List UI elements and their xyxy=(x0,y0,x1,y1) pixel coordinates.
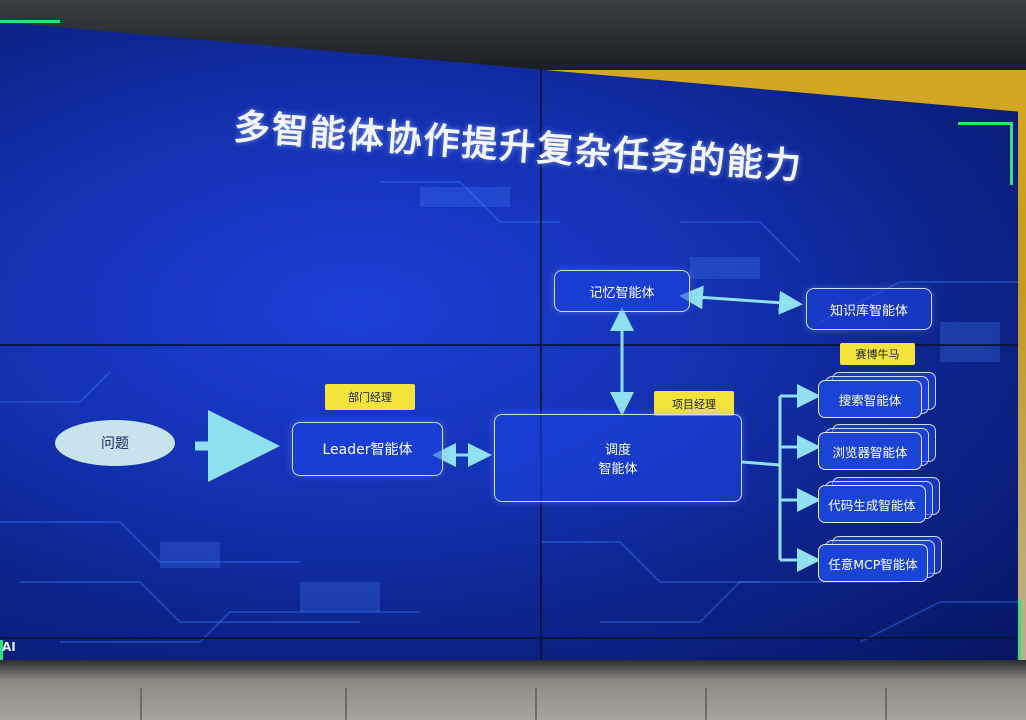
leader-agent-node: Leader智能体 xyxy=(292,422,443,476)
base-seam xyxy=(705,688,707,720)
panel-seam xyxy=(540,22,542,662)
panel-seam xyxy=(0,637,1018,639)
base-seam xyxy=(140,688,142,720)
dispatcher-label-line2: 智能体 xyxy=(598,462,638,477)
codegen-agent-node: 代码生成智能体 xyxy=(818,485,926,523)
browser-agent-stack: 浏览器智能体 xyxy=(818,424,936,470)
workers-tag: 赛博牛马 xyxy=(840,343,915,365)
browser-agent-node: 浏览器智能体 xyxy=(818,432,922,470)
base-seam xyxy=(885,688,887,720)
corner-marker xyxy=(958,122,1013,185)
search-agent-node: 搜索智能体 xyxy=(818,380,922,418)
corner-marker xyxy=(0,20,60,23)
mcp-agent-node: 任意MCP智能体 xyxy=(818,544,928,582)
knowledge-base-agent-node: 知识库智能体 xyxy=(806,288,932,330)
mcp-agent-stack: 任意MCP智能体 xyxy=(818,536,942,582)
dispatcher-tag: 项目经理 xyxy=(654,391,734,416)
screen-base xyxy=(0,660,1026,720)
base-seam xyxy=(345,688,347,720)
base-seam xyxy=(535,688,537,720)
dispatcher-label-line1: 调度 xyxy=(604,443,631,458)
circuit-background xyxy=(0,181,1018,643)
question-node: 问题 xyxy=(55,420,175,466)
leader-tag: 部门经理 xyxy=(325,384,415,410)
ai-logo: AI xyxy=(2,640,16,654)
dispatcher-agent-node: 调度 智能体 xyxy=(494,414,742,502)
codegen-agent-stack: 代码生成智能体 xyxy=(818,477,940,523)
panel-seam xyxy=(0,344,1018,346)
search-agent-stack: 搜索智能体 xyxy=(818,372,936,418)
memory-agent-node: 记忆智能体 xyxy=(554,270,690,312)
